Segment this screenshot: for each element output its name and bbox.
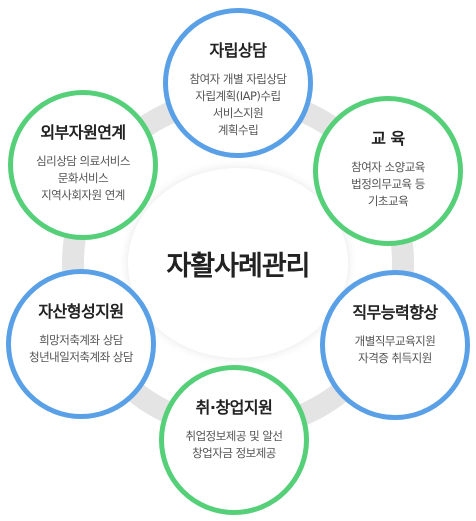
- node-line: 문화서비스: [57, 171, 109, 185]
- node-title: 외부자원연계: [40, 123, 126, 142]
- node-line: 개별직무교육지원: [354, 334, 436, 348]
- node-description: 취업정보제공 및 알선 창업자금 정보제공: [185, 428, 283, 462]
- node-title: 취·창업지원: [195, 398, 273, 417]
- node-title: 교 육: [371, 129, 405, 148]
- node-line: 취업정보제공 및 알선: [185, 429, 283, 443]
- node-asset-building: 자산형성지원 희망저축계좌 상담 청년내일저축계좌 상담: [6, 269, 156, 419]
- node-description: 참여자 소양교육 법정의무교육 등 기초교육: [351, 159, 425, 210]
- node-external-resources: 외부자원연계 심리상담 의료서비스 문화서비스 지역사회자원 연계: [8, 90, 158, 240]
- center-hub: 자활사례관리: [128, 168, 348, 358]
- node-line: 심리상담 의료서비스: [36, 154, 130, 168]
- node-line: 기초교육: [367, 194, 409, 208]
- node-line: 계획수립: [217, 123, 259, 137]
- node-description: 심리상담 의료서비스 문화서비스 지역사회자원 연계: [36, 153, 130, 204]
- node-title: 자산형성지원: [38, 302, 124, 321]
- node-education: 교 육 참여자 소양교육 법정의무교육 등 기초교육: [313, 96, 463, 246]
- node-line: 서비스지원: [212, 106, 264, 120]
- node-line: 참여자 소양교육: [351, 160, 425, 174]
- node-title: 직무능력향상: [352, 303, 438, 322]
- node-line: 법정의무교육 등: [351, 177, 425, 191]
- node-line: 희망저축계좌 상담: [39, 333, 123, 347]
- center-title: 자활사례관리: [166, 250, 310, 282]
- node-line: 자립계획(IAP)수립: [195, 89, 281, 103]
- node-description: 희망저축계좌 상담 청년내일저축계좌 상담: [29, 332, 133, 366]
- node-job-skills: 직무능력향상 개별직무교육지원 자격증 취득지원: [320, 270, 470, 420]
- node-description: 개별직무교육지원 자격증 취득지원: [355, 333, 436, 367]
- node-line: 참여자 개별 자립상담: [189, 72, 287, 86]
- node-line: 청년내일저축계좌 상담: [29, 350, 133, 364]
- node-line: 자격증 취득지원: [358, 351, 432, 365]
- node-line: 지역사회자원 연계: [41, 188, 125, 202]
- node-employment-startup: 취·창업지원 취업정보제공 및 알선 창업자금 정보제공: [159, 365, 309, 515]
- node-self-reliance-counsel: 자립상담 참여자 개별 자립상담 자립계획(IAP)수립 서비스지원 계획수립: [163, 8, 313, 158]
- node-title: 자립상담: [209, 41, 267, 60]
- node-line: 창업자금 정보제공: [192, 446, 276, 460]
- node-description: 참여자 개별 자립상담 자립계획(IAP)수립 서비스지원 계획수립: [189, 71, 287, 139]
